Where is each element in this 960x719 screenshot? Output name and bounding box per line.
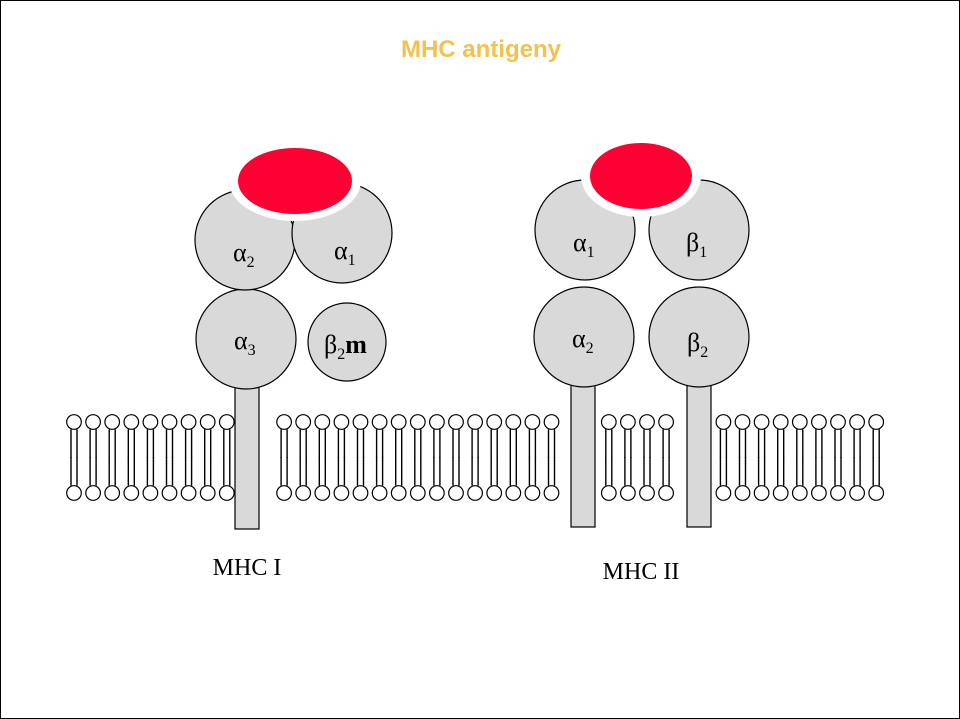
lipid-head — [486, 414, 503, 430]
lipid-head — [66, 414, 82, 430]
lipid-head — [753, 485, 770, 501]
mhc1-alpha3-label: α3 — [234, 326, 256, 359]
lipid-head — [543, 414, 560, 430]
lipid-head — [123, 485, 140, 501]
lipid-head — [429, 485, 445, 501]
slide-title: MHC antigeny — [401, 36, 562, 63]
mhc2-alpha2-domain — [533, 286, 635, 388]
lipid-head — [390, 414, 407, 430]
mhc2-beta1-label: β1 — [686, 228, 707, 261]
lipid-head — [85, 414, 101, 430]
lipid-head — [295, 485, 312, 501]
mhc2-peptide — [590, 143, 692, 209]
lipid-bilayer — [66, 414, 885, 501]
lipid-head — [639, 414, 655, 430]
lipid-head — [448, 414, 464, 430]
mhc1-peptide — [238, 148, 352, 214]
lipid-head — [314, 414, 331, 430]
lipid-head — [486, 485, 503, 501]
lipid-head — [448, 485, 464, 501]
lipid-head — [123, 414, 140, 430]
lipid-head — [390, 485, 407, 501]
lipid-head — [161, 414, 178, 430]
lipid-head — [333, 485, 350, 501]
lipid-head — [142, 485, 159, 501]
lipid-head — [772, 485, 789, 501]
mhc2-beta2-domain — [648, 286, 750, 388]
lipid-head — [161, 485, 178, 501]
lipid-head — [734, 414, 751, 430]
lipid-head — [218, 414, 235, 430]
lipid-head — [830, 485, 846, 501]
mhc1-transmembrane-stalk — [234, 382, 260, 530]
lipid-head — [600, 485, 617, 501]
lipid-head — [333, 414, 350, 430]
lipid-head — [371, 485, 388, 501]
lipid-head — [639, 485, 655, 501]
lipid-head — [409, 414, 426, 430]
lipid-head — [429, 414, 445, 430]
lipid-head — [180, 414, 197, 430]
lipid-head — [180, 485, 197, 501]
mhc1-caption: MHC I — [213, 555, 282, 581]
lipid-head — [142, 414, 159, 430]
lipid-head — [85, 485, 101, 501]
lipid-head — [524, 414, 541, 430]
mhc1-alpha2-label: α2 — [233, 238, 255, 271]
lipid-head — [849, 485, 865, 501]
lipid-head — [199, 414, 216, 430]
lipid-head — [658, 485, 674, 501]
lipid-head — [467, 485, 484, 501]
lipid-head — [276, 414, 293, 430]
mhc2-alpha1-label: α1 — [573, 228, 595, 261]
lipid-head — [314, 485, 331, 501]
lipid-head — [352, 414, 369, 430]
mhc2-beta-transmembrane-stalk — [686, 380, 712, 528]
lipid-head — [218, 485, 235, 501]
lipid-head — [620, 414, 636, 430]
lipid-head — [734, 485, 751, 501]
mhc2-alpha2-label: α2 — [572, 324, 594, 357]
mhc2-alpha-transmembrane-stalk — [570, 380, 596, 528]
lipid-head — [295, 414, 312, 430]
mhc1-beta2m-domain — [307, 302, 387, 382]
lipid-head — [524, 485, 541, 501]
lipid-head — [620, 485, 636, 501]
lipid-head — [104, 414, 121, 430]
lipid-head — [352, 485, 369, 501]
lipid-head — [66, 485, 82, 501]
lipid-head — [505, 485, 522, 501]
lipid-head — [600, 414, 617, 430]
lipid-head — [868, 485, 885, 501]
lipid-head — [753, 414, 770, 430]
lipid-head — [467, 414, 484, 430]
mhc-class-1: α2 α1 α3 β2m MHC I — [194, 141, 393, 581]
lipid-head — [772, 414, 789, 430]
lipid-head — [830, 414, 846, 430]
lipid-head — [505, 414, 522, 430]
lipid-head — [791, 485, 808, 501]
mhc2-caption: MHC II — [603, 559, 680, 585]
lipid-head — [658, 414, 674, 430]
lipid-head — [715, 485, 732, 501]
lipid-head — [199, 485, 216, 501]
lipid-head — [715, 414, 732, 430]
lipid-head — [811, 414, 827, 430]
lipid-head — [811, 485, 827, 501]
lipid-head — [104, 485, 121, 501]
mhc2-beta2-label: β2 — [687, 328, 708, 361]
lipid-head — [409, 485, 426, 501]
lipid-head — [849, 414, 865, 430]
lipid-head — [371, 414, 388, 430]
lipid-head — [868, 414, 885, 430]
mhc1-alpha1-label: α1 — [334, 236, 356, 269]
lipid-head — [791, 414, 808, 430]
lipid-head — [543, 485, 560, 501]
lipid-head — [276, 485, 293, 501]
mhc-class-2: α1 β1 α2 β2 MHC II — [533, 135, 750, 585]
mhc1-b2m-label: β2m — [324, 330, 367, 363]
